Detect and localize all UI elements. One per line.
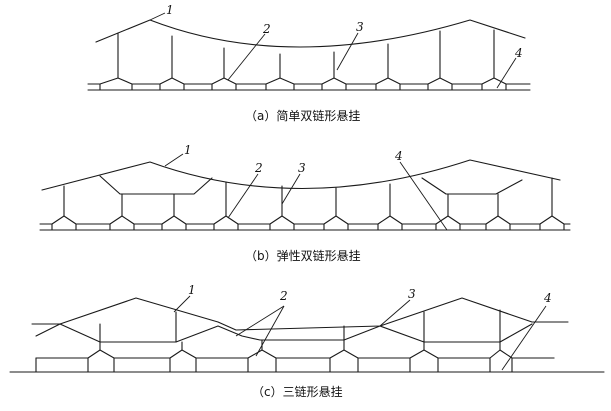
panel-c-label-2: 2 xyxy=(279,289,288,303)
panel-c-label-1: 1 xyxy=(188,283,196,297)
panel-a-caption: （a）简单双链形悬挂 xyxy=(245,108,360,123)
panel-b-leaders xyxy=(164,153,448,231)
panel-c: 1 2 3 4 （c）三链形悬挂 xyxy=(9,283,605,399)
panel-c-caption: （c）三链形悬挂 xyxy=(252,384,343,399)
panel-b-label-1: 1 xyxy=(184,143,192,157)
panel-b: 1 2 3 4 （b）弹性双链形悬挂 xyxy=(39,143,571,263)
panel-b-caption: （b）弹性双链形悬挂 xyxy=(245,248,361,263)
panel-b-label-2: 2 xyxy=(254,161,263,175)
panel-a: 1 2 3 4 （a）简单双链形悬挂 xyxy=(87,3,531,123)
panel-a-messenger-wire xyxy=(95,19,526,48)
panel-b-label-4: 4 xyxy=(394,149,403,163)
panel-a-label-3: 3 xyxy=(356,20,364,34)
panel-c-intermediate-wire xyxy=(35,323,533,343)
panel-c-label-3: 3 xyxy=(408,287,416,301)
panel-b-auxiliary-wire xyxy=(39,215,571,225)
panel-a-auxiliary-wire xyxy=(87,77,531,85)
panel-c-leaders xyxy=(173,295,547,371)
panel-b-label-3: 3 xyxy=(298,161,306,175)
panel-c-droppers xyxy=(35,309,555,373)
panel-b-stitch-wire-left xyxy=(99,175,213,195)
panel-b-messenger-wire xyxy=(41,159,561,191)
panel-a-label-4: 4 xyxy=(514,46,523,60)
panel-c-auxiliary-wire xyxy=(35,349,555,359)
panel-b-droppers xyxy=(51,177,565,231)
panel-a-droppers xyxy=(99,29,507,91)
panel-b-stitch-wire-right xyxy=(421,177,523,195)
panel-a-leaders xyxy=(149,12,517,89)
panel-a-label-1: 1 xyxy=(166,3,174,17)
panel-c-messenger-wire xyxy=(31,297,569,331)
panel-a-label-2: 2 xyxy=(262,22,271,36)
panel-c-label-4: 4 xyxy=(543,291,552,305)
